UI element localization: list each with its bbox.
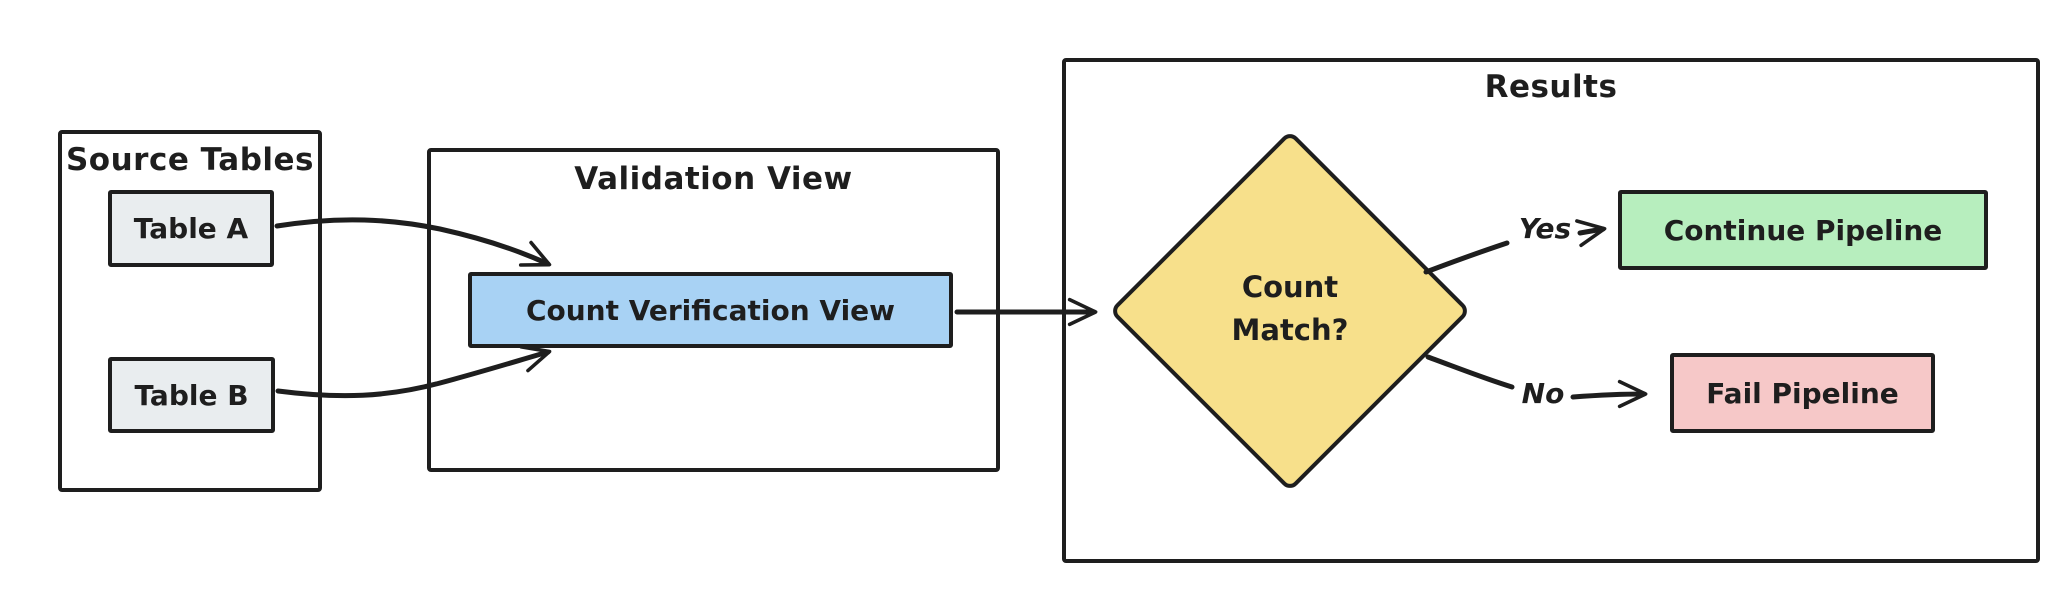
edge-label-no: No <box>1521 377 1565 410</box>
group-source-tables: Source Tables <box>58 130 322 492</box>
decision-label-line2: Match? <box>1231 313 1349 347</box>
group-results-title: Results <box>1484 69 1618 105</box>
decision-label-line1: Count <box>1241 270 1339 304</box>
node-count-match-decision-label: Count Match? <box>1140 266 1440 352</box>
group-source-tables-title: Source Tables <box>65 142 315 178</box>
edge-label-yes: Yes <box>1518 212 1572 245</box>
node-table-a: Table A <box>108 190 274 267</box>
node-continue-pipeline: Continue Pipeline <box>1618 190 1988 270</box>
node-table-b: Table B <box>108 357 275 433</box>
node-count-verification-view: Count Verification View <box>468 272 953 348</box>
node-fail-pipeline: Fail Pipeline <box>1670 353 1935 433</box>
group-validation-view-title: Validation View <box>574 161 853 197</box>
